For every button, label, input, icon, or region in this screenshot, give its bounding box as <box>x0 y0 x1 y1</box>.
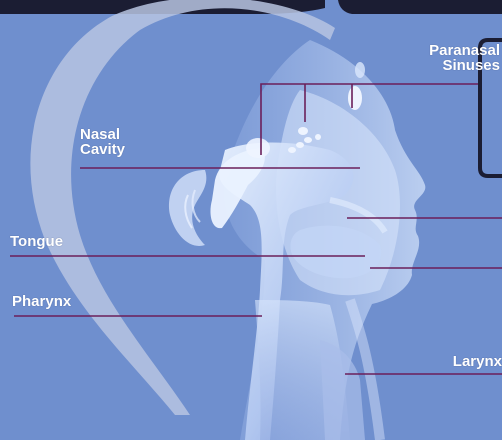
label-larynx: Larynx <box>453 354 502 369</box>
larynx-shape <box>320 340 365 440</box>
label-nasal-cavity: Nasal Cavity <box>80 127 125 157</box>
label-paranasal-sinuses: Paranasal Sinuses <box>429 43 500 73</box>
frontal-sinus <box>348 86 362 110</box>
label-nasal-line2: Cavity <box>80 142 125 157</box>
label-pharynx: Pharynx <box>12 294 71 309</box>
label-nasal-line1: Nasal <box>80 127 125 142</box>
label-tongue: Tongue <box>10 234 63 249</box>
sphenoid-sinus <box>246 138 270 158</box>
label-paranasal-line1: Paranasal <box>429 43 500 58</box>
top-frame-right <box>338 0 502 14</box>
label-paranasal-line2: Sinuses <box>429 58 500 73</box>
ear <box>169 170 206 246</box>
